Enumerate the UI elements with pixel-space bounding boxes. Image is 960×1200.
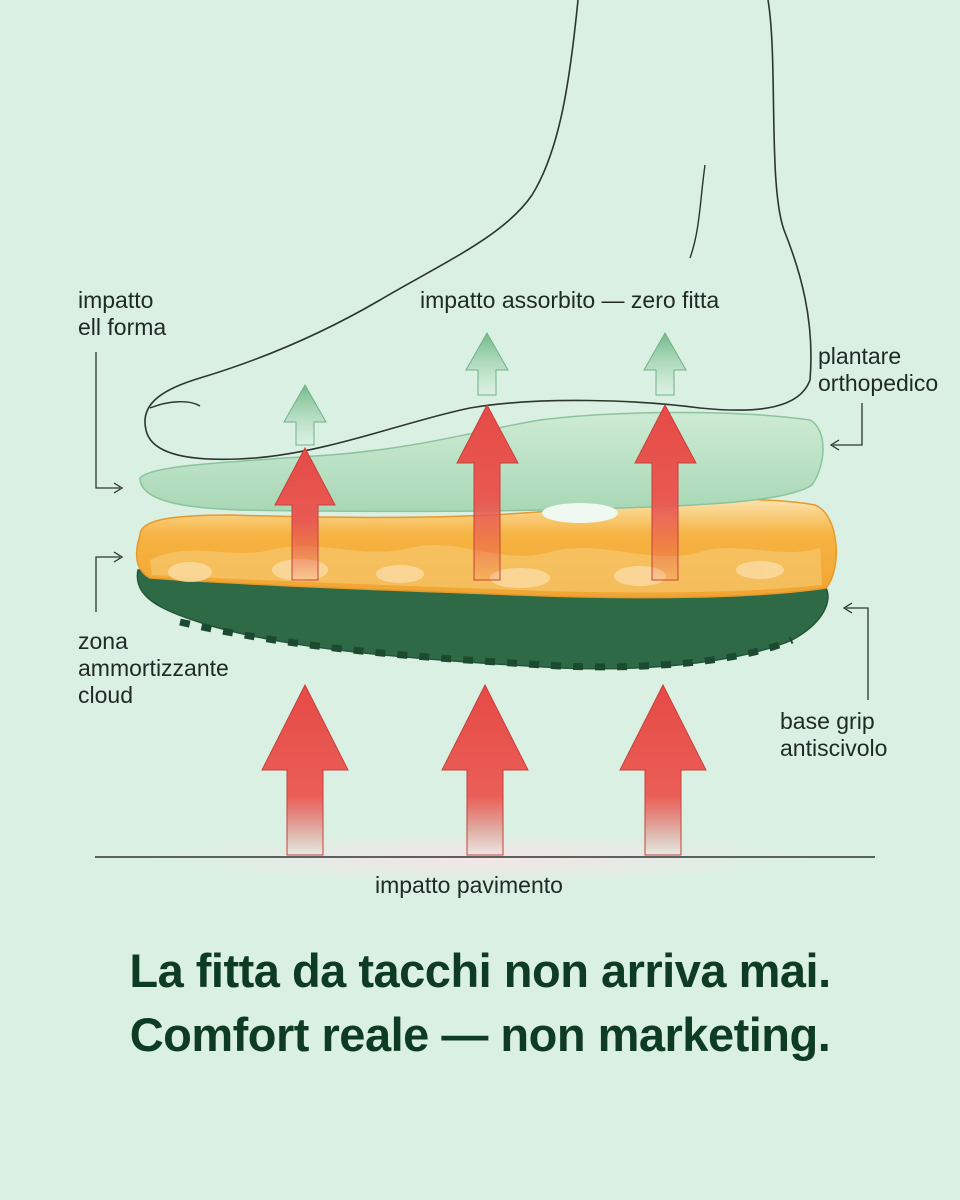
red-arrow-sole-2 xyxy=(456,403,519,581)
green-arrow-1 xyxy=(283,383,327,446)
leader-heel-impact-head xyxy=(113,482,124,494)
floor-arrows xyxy=(261,683,707,856)
green-arrows xyxy=(283,331,687,446)
red-arrow-floor-1 xyxy=(261,683,349,856)
label-insole: plantare orthopedico xyxy=(818,343,939,396)
headline-line-2: Comfort reale — non marketing. xyxy=(129,1008,831,1061)
green-arrow-2 xyxy=(465,331,509,396)
outsole-tread xyxy=(179,618,794,671)
headline-line-1: La fitta da tacchi non arriva mai. xyxy=(129,944,831,997)
toe-line xyxy=(149,401,201,409)
leader-lines xyxy=(95,352,869,700)
ankle-line xyxy=(689,164,706,259)
leader-heel-impact xyxy=(95,352,120,489)
leader-insole-head xyxy=(829,439,840,451)
leader-cushion-head xyxy=(113,551,124,563)
arrows-through-sole xyxy=(274,403,697,581)
leader-base-head xyxy=(842,602,853,614)
label-heel-impact: impatto ell forma xyxy=(78,287,167,340)
red-arrow-sole-1 xyxy=(274,446,336,581)
label-absorbed: impatto assorbito — zero fitta xyxy=(420,287,720,313)
label-base: base grip antiscivolo xyxy=(780,708,888,761)
red-arrow-sole-3 xyxy=(634,403,697,581)
foot-outline xyxy=(144,0,812,461)
leader-cushion xyxy=(95,556,120,612)
red-arrow-floor-2 xyxy=(441,683,529,856)
leader-base xyxy=(846,607,869,700)
label-floor: impatto pavimento xyxy=(375,872,563,898)
red-arrow-floor-3 xyxy=(619,683,707,856)
label-cushion: zona ammortizzante cloud xyxy=(78,628,229,708)
green-arrow-3 xyxy=(643,331,687,396)
leader-insole xyxy=(833,403,863,446)
arch-gap xyxy=(542,503,618,523)
